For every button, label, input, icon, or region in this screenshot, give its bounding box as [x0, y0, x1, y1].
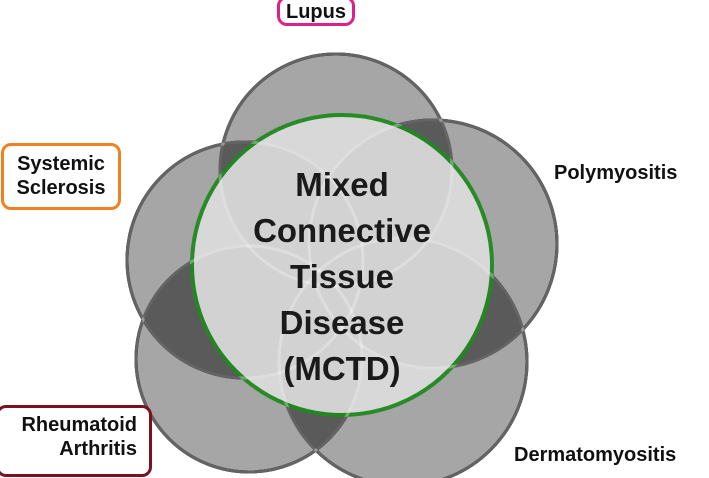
- mctd-line-3: Tissue: [290, 258, 394, 295]
- systemic-sclerosis-label-line-2: Sclerosis: [16, 177, 106, 199]
- rheumatoid-arthritis-label: Rheumatoid Arthritis: [0, 405, 152, 477]
- systemic-sclerosis-inner-outline: [125, 140, 365, 380]
- polymyositis-label-text: Polymyositis: [554, 162, 678, 184]
- polymyositis-label: Polymyositis: [554, 161, 677, 185]
- mctd-circle: [190, 113, 494, 417]
- mctd-line-1: Mixed: [295, 166, 389, 203]
- rheumatoid-label-line-1: Rheumatoid: [21, 414, 137, 436]
- mctd-line-5: (MCTD): [283, 350, 401, 387]
- dermatomyositis-label: Dermatomyositis: [514, 443, 676, 467]
- systemic-sclerosis-label-line-1: Systemic: [17, 153, 105, 175]
- dermatomyositis-label-text: Dermatomyositis: [514, 444, 677, 466]
- lupus-label-text: Lupus: [286, 1, 346, 23]
- polymyositis-inner-outline: [307, 118, 559, 370]
- mctd-line-2: Connective: [253, 212, 431, 249]
- lupus-label: Lupus: [277, 0, 355, 26]
- mctd-label: Mixed Connective Tissue Disease (MCTD): [222, 162, 462, 392]
- rheumatoid-inner-outline: [134, 244, 364, 474]
- rheumatoid-label-line-2: Arthritis: [59, 438, 137, 460]
- lupus-inner-outline: [218, 52, 454, 288]
- mctd-line-4: Disease: [279, 304, 405, 341]
- dermatomyositis-inner-outline: [277, 236, 529, 478]
- systemic-sclerosis-label: Systemic Sclerosis: [1, 143, 121, 210]
